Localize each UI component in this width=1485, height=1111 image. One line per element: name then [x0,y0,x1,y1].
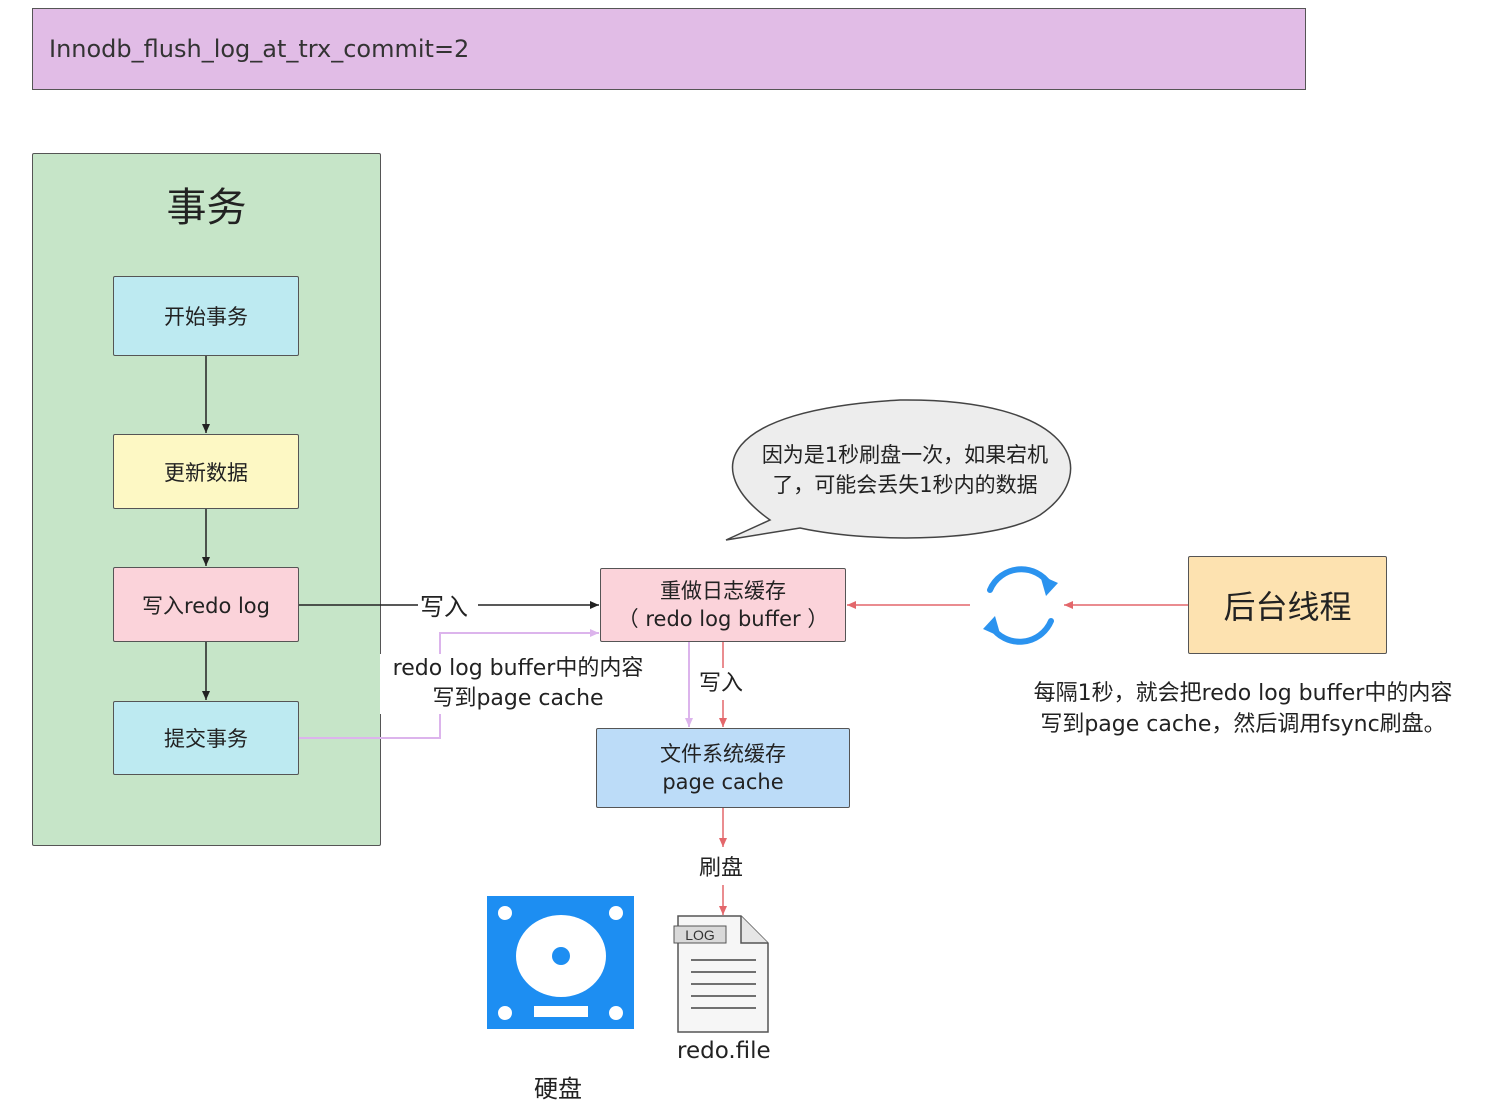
log-file-tag: LOG [685,927,715,943]
speech-bubble-line1: 因为是1秒刷盘一次，如果宕机 [761,443,1049,467]
edge-label-buffer-to-cache: 写入 [699,671,744,696]
start-transaction-node[interactable]: 开始事务 [113,276,299,356]
background-note: 每隔1秒，就会把redo log buffer中的内容 写到page cache… [1008,678,1478,740]
write-redo-log-node[interactable]: 写入redo log [113,567,299,642]
commit-transaction-label: 提交事务 [164,727,248,751]
redo-buffer-line1: 重做日志缓存 [660,579,786,603]
update-data-node[interactable]: 更新数据 [113,434,299,509]
page-cache-node[interactable]: 文件系统缓存 page cache [596,728,850,808]
background-note-line1: 每隔1秒，就会把redo log buffer中的内容 [1033,681,1453,706]
redo-log-buffer-node[interactable]: 重做日志缓存 （ redo log buffer ） [600,568,846,642]
start-transaction-label: 开始事务 [164,305,248,329]
log-file-icon: LOG [673,915,769,1033]
background-note-line2: 写到page cache，然后调用fsync刷盘。 [1040,712,1446,737]
speech-bubble [725,399,1072,541]
hard-disk-icon [487,896,634,1029]
update-data-label: 更新数据 [164,460,248,485]
background-thread-node[interactable]: 后台线程 [1188,556,1387,654]
speech-bubble-text: 因为是1秒刷盘一次，如果宕机 了，可能会丢失1秒内的数据 [740,440,1070,500]
edge-label-commit: redo log buffer中的内容 写到page cache [380,654,656,714]
log-file-label: redo.file [677,1038,771,1064]
page-cache-line1: 文件系统缓存 [660,742,786,766]
edge-label-commit-line2: 写到page cache [432,686,604,711]
page-cache-line2: page cache [662,770,784,794]
transaction-title: 事务 [166,185,247,231]
edge-label-commit-line1: redo log buffer中的内容 [392,656,644,681]
commit-transaction-node[interactable]: 提交事务 [113,701,299,775]
redo-buffer-line2: （ redo log buffer ） [617,607,829,631]
speech-bubble-line2: 了，可能会丢失1秒内的数据 [772,473,1038,497]
hard-disk-label: 硬盘 [534,1075,582,1103]
edge-label-write-to-buffer: 写入 [420,593,468,621]
write-redo-log-label: 写入redo log [142,593,270,618]
background-thread-label: 后台线程 [1223,588,1352,626]
config-header-text: Innodb_flush_log_at_trx_commit=2 [49,35,470,63]
config-header: Innodb_flush_log_at_trx_commit=2 [32,8,1306,90]
edge-label-flush: 刷盘 [699,856,744,881]
sync-icon [983,566,1058,645]
